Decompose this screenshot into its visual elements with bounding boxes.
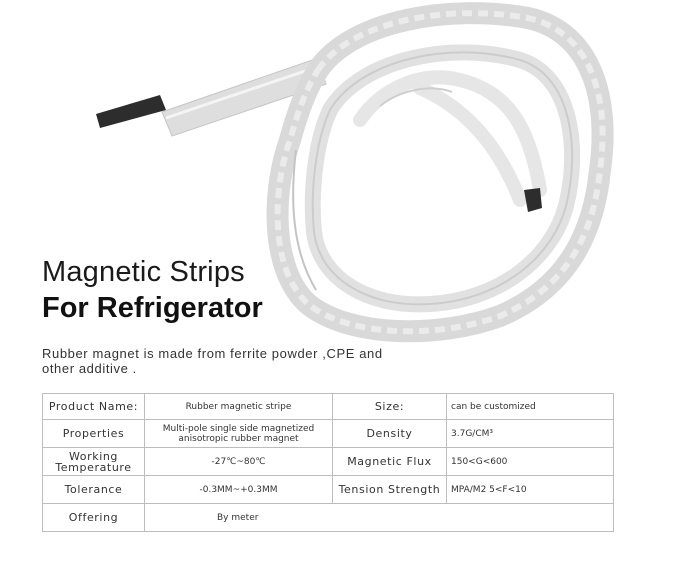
spec-table: Product Name: Rubber magnetic stripe Siz… [42, 393, 614, 532]
title-line-2: For Refrigerator [42, 292, 263, 324]
spec-label: Offering [42, 503, 145, 532]
spec-label: Properties [42, 419, 145, 448]
product-description: Rubber magnet is made from ferrite powde… [42, 346, 383, 376]
table-row: Properties Multi-pole single side magnet… [42, 419, 614, 448]
spec-label: Density [332, 419, 447, 448]
strip-inner-loop [353, 70, 547, 207]
spec-value: 150<G<600 [446, 447, 614, 476]
spec-value: can be customized [446, 393, 614, 420]
table-row: Working Temperature -27℃~80℃ Magnetic Fl… [42, 447, 614, 476]
spec-value: MPA/M2 5<F<10 [446, 475, 614, 504]
spec-label: Magnetic Flux [332, 447, 447, 476]
table-row: Tolerance -0.3MM~+0.3MM Tension Strength… [42, 475, 614, 504]
spec-value: -0.3MM~+0.3MM [144, 475, 333, 504]
table-row: Offering By meter [42, 503, 614, 532]
table-row: Product Name: Rubber magnetic stripe Siz… [42, 393, 614, 420]
strip-tail [96, 57, 327, 137]
spec-label: Tension Strength [332, 475, 447, 504]
spec-value: -27℃~80℃ [144, 447, 333, 476]
title-line-1: Magnetic Strips [42, 256, 245, 288]
spec-label: Tolerance [42, 475, 145, 504]
strip-end-core [524, 188, 542, 212]
spec-label: Product Name: [42, 393, 145, 420]
spec-value: By meter [144, 503, 614, 532]
spec-value: Multi-pole single side magnetized anisot… [144, 419, 333, 448]
spec-value: 3.7G/CM³ [446, 419, 614, 448]
spec-value: Rubber magnetic stripe [144, 393, 333, 420]
spec-label: Working Temperature [42, 447, 145, 476]
spec-label: Size: [332, 393, 447, 420]
